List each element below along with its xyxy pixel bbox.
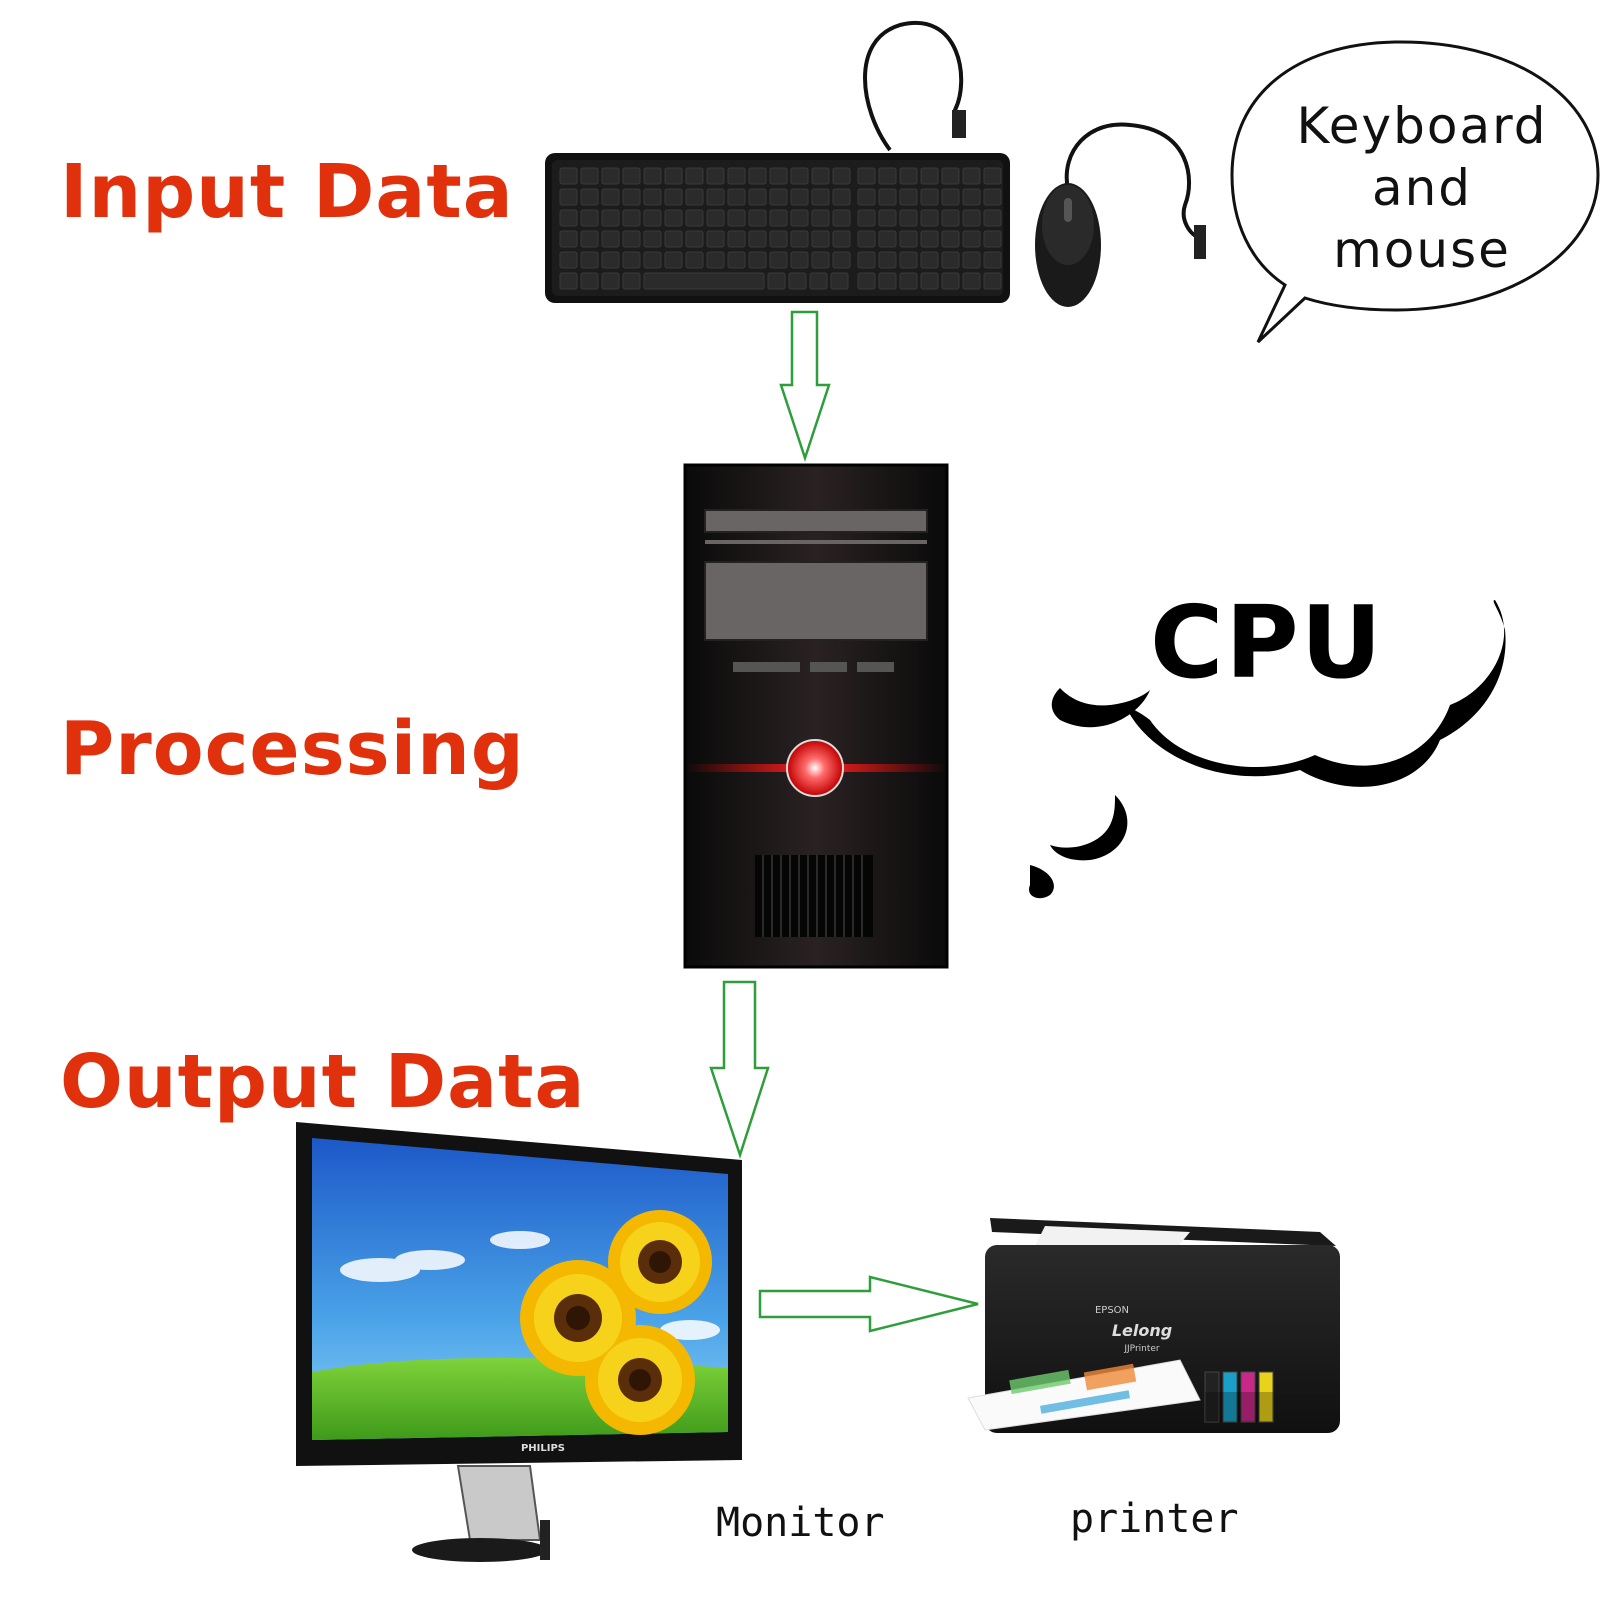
input-data-label: Input Data <box>60 149 514 235</box>
monitor-brand: PHILIPS <box>521 1443 565 1454</box>
printer-sticker-sub: JJPrinter <box>1123 1344 1160 1354</box>
output-data-label: Output Data <box>60 1039 586 1125</box>
monitor-caption: Monitor <box>716 1500 885 1546</box>
monitor-icon: PHILIPS <box>296 1122 742 1562</box>
arrow-right-icon <box>758 1275 979 1333</box>
note-line: and <box>1371 159 1473 217</box>
arrow-down-icon <box>709 980 770 1160</box>
printer-brand: EPSON <box>1095 1305 1129 1316</box>
note-line: mouse <box>1333 221 1511 279</box>
thought-cloud-icon <box>1029 600 1506 899</box>
note-line: Keyboard <box>1296 97 1548 155</box>
printer-icon: EPSON Lelong JJPrinter <box>967 1218 1340 1433</box>
printer-sticker: Lelong <box>1112 1321 1172 1340</box>
printer-caption: printer <box>1070 1496 1239 1542</box>
keyboard-icon <box>545 20 1010 303</box>
arrow-down-icon <box>779 310 831 463</box>
keyboard-mouse-note: Keyboard and mouse <box>1262 95 1582 281</box>
cpu-note: CPU <box>1150 584 1384 701</box>
cpu-tower-icon <box>683 463 949 969</box>
speech-bubble-icon <box>1230 40 1600 344</box>
mouse-icon <box>1035 122 1206 307</box>
processing-label: Processing <box>60 706 525 792</box>
